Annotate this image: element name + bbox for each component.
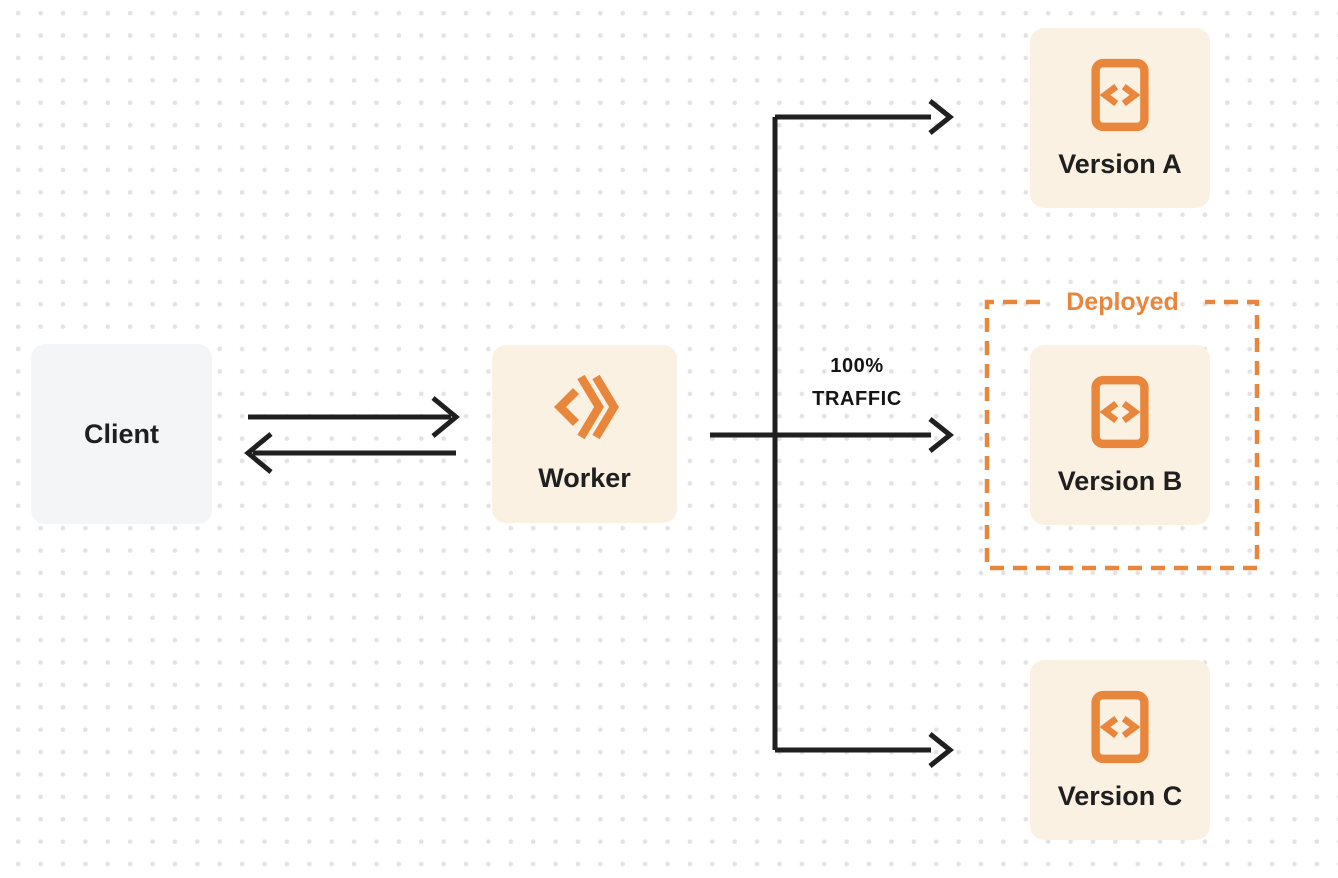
arrow-head-version-a [928, 99, 955, 135]
deployed-label: Deployed [1066, 288, 1179, 316]
client-label: Client [83, 418, 159, 449]
version-c-node: Version C [1030, 660, 1210, 840]
arrow-head-version-b [928, 417, 955, 453]
version-b-node: Version B [1030, 345, 1210, 525]
deployed-dashed-border [984, 299, 1260, 571]
arrow-client-to-worker-head [431, 396, 460, 438]
client-node: Client [31, 344, 212, 524]
worker-node: Worker [492, 345, 677, 523]
traffic-word: TRAFFIC [812, 388, 902, 410]
arrow-head-version-c [928, 732, 955, 768]
version-a-node: Version A [1030, 28, 1210, 208]
arrow-worker-to-client-head [244, 432, 273, 474]
code-file-icon [1091, 690, 1149, 763]
version-c-label: Version C [1057, 780, 1183, 811]
code-file-icon [1091, 58, 1149, 131]
worker-label: Worker [538, 462, 631, 493]
cloudflare-workers-logo-icon [553, 374, 619, 439]
version-b-label: Version B [1057, 465, 1183, 496]
traffic-percentage-value: 100% [830, 355, 884, 377]
traffic-percentage-label: 100% TRAFFIC [787, 350, 927, 416]
code-file-icon [1091, 375, 1149, 448]
version-a-label: Version A [1058, 148, 1182, 179]
